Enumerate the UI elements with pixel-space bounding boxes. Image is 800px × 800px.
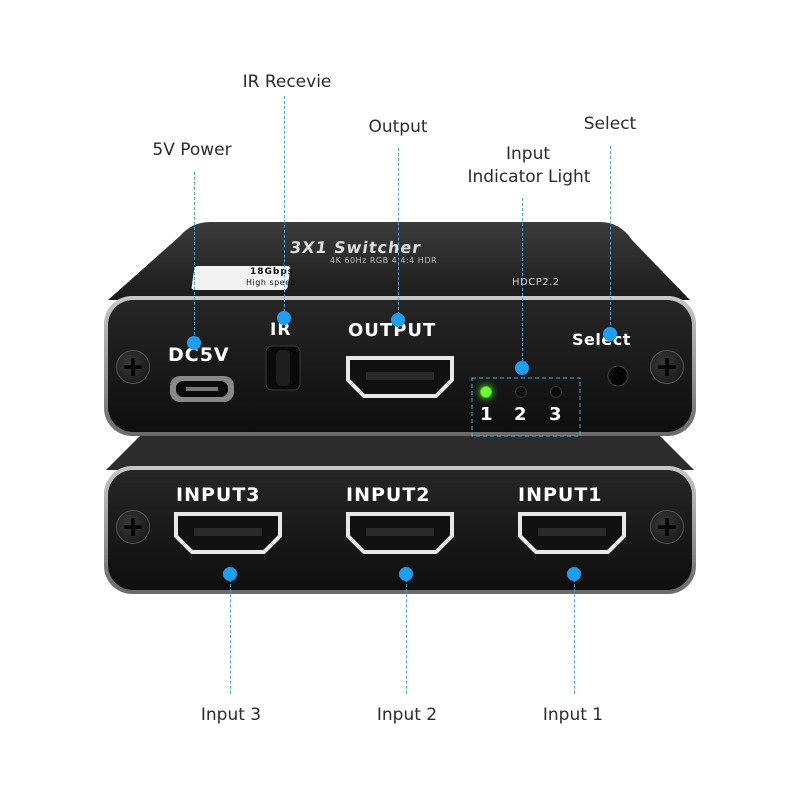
led-input2 — [515, 386, 527, 398]
callout-dot-input2 — [399, 567, 413, 581]
input2-label: INPUT2 — [346, 484, 431, 506]
led-input1 — [480, 386, 492, 398]
led-label-3: 3 — [549, 404, 563, 425]
callout-line-power — [194, 172, 195, 340]
callout-dot-input3 — [223, 567, 237, 581]
input1-hdmi-port — [518, 512, 626, 554]
callout-output: Output — [368, 117, 428, 137]
callout-dot-ir — [277, 311, 291, 325]
callout-line-input1 — [574, 574, 575, 694]
callout-5v-power: 5V Power — [152, 140, 232, 160]
badge-speed: 18Gbps — [250, 267, 295, 277]
callout-line-input3 — [230, 574, 231, 694]
indicator-frame — [471, 377, 581, 437]
callout-line-select — [610, 146, 611, 330]
output-label: OUTPUT — [348, 320, 437, 341]
input1-label: INPUT1 — [518, 484, 603, 506]
bottom-unit-top-face — [106, 436, 694, 470]
callout-line-output — [398, 148, 399, 320]
dc5v-label: DC5V — [168, 344, 230, 366]
callout-line-input2 — [406, 574, 407, 694]
hdcp-label: HDCP2.2 — [512, 277, 560, 288]
ir-label: IR — [270, 320, 292, 340]
callout-indicator-line2: Indicator Light — [467, 167, 591, 187]
device-title: 3X1 Switcher — [288, 238, 423, 257]
callout-ir-receive: IR Recevie — [242, 72, 332, 92]
callout-dot-input1 — [567, 567, 581, 581]
input3-hdmi-port — [174, 512, 282, 554]
screw-icon — [650, 350, 684, 384]
input3-label: INPUT3 — [176, 484, 261, 506]
select-button-shape — [607, 365, 629, 387]
led-label-1: 1 — [480, 404, 494, 425]
speed-badge — [191, 266, 291, 290]
callout-indicator-line1: Input — [505, 144, 551, 164]
callout-select: Select — [583, 114, 637, 134]
input2-hdmi-port — [346, 512, 454, 554]
led-label-2: 2 — [514, 404, 528, 425]
screw-icon — [116, 350, 150, 384]
select-label: Select — [572, 330, 631, 349]
screw-icon — [650, 510, 684, 544]
screw-icon — [116, 510, 150, 544]
led-input3 — [550, 386, 562, 398]
callout-input1: Input 1 — [542, 705, 604, 725]
callout-input2: Input 2 — [376, 705, 438, 725]
badge-high-speed: High speed — [246, 278, 297, 287]
callout-dot-power — [187, 336, 201, 350]
callout-dot-select — [603, 327, 617, 341]
device-subtitle: 4K 60Hz RGB 4:4:4 HDR — [330, 256, 438, 265]
callout-dot-indicator — [515, 361, 529, 375]
callout-line-indicator — [522, 198, 523, 366]
callout-input3: Input 3 — [200, 705, 262, 725]
output-hdmi-port — [346, 356, 454, 398]
callout-line-ir — [284, 96, 285, 322]
callout-dot-output — [391, 313, 405, 327]
